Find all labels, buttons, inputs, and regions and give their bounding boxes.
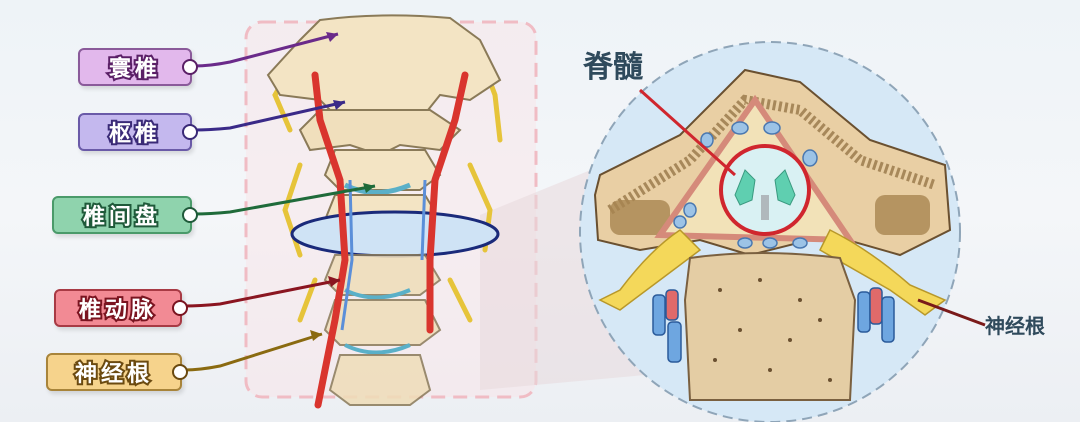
ring-icon	[182, 207, 198, 223]
ring-icon	[172, 364, 188, 380]
cut-plane	[290, 210, 500, 258]
label-nerve-root: 神经根	[46, 353, 188, 391]
ring-icon	[172, 300, 188, 316]
label-spinal-cord: 脊髓	[583, 50, 643, 85]
ring-icon	[182, 59, 198, 75]
label-nerve-root-cross-section: 神经根	[985, 314, 1045, 338]
label-vertebral-artery: 椎动脉	[54, 289, 188, 327]
spine-column	[266, 14, 503, 409]
label-intervertebral-disc: 椎间盘	[52, 196, 198, 234]
ring-icon	[182, 124, 198, 140]
atlas-vertebra	[266, 14, 502, 121]
label-atlas: 寰椎	[78, 48, 198, 86]
label-axis: 枢椎	[78, 113, 198, 151]
spinal-cord-highlight	[719, 144, 811, 236]
